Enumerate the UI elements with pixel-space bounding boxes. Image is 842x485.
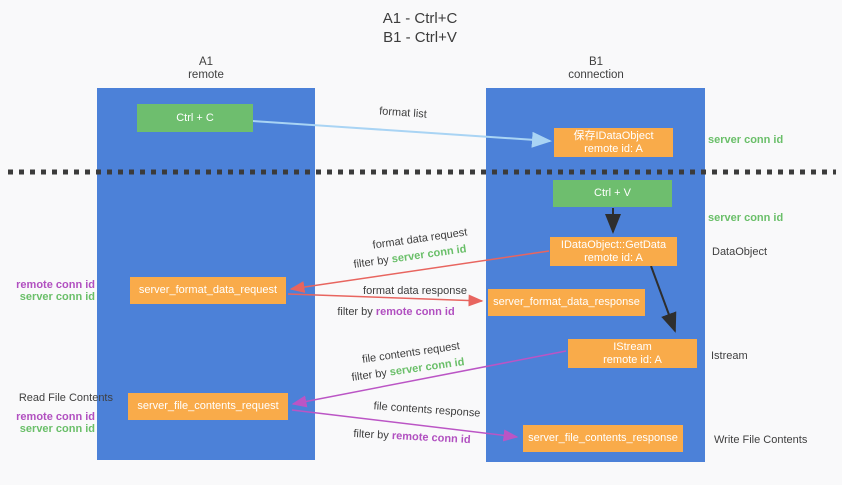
remote-conn-id-text: remote conn id: [391, 429, 471, 447]
server-format-data-request-box: server_format_data_request: [130, 277, 286, 304]
istream-annotation: Istream: [711, 350, 748, 362]
conn-id-pair-file: remote conn id server conn id: [0, 411, 95, 435]
server-conn-id-annotation-top: server conn id: [708, 134, 784, 146]
remote-conn-id-annotation: remote conn id: [16, 411, 95, 423]
save-idataobject-box: 保存IDataObject remote id: A: [554, 128, 673, 157]
ctrl-v-box: Ctrl + V: [553, 180, 672, 207]
format-list-label: format list: [378, 105, 428, 121]
server-file-contents-response-box: server_file_contents_response: [523, 425, 683, 452]
filter-by-text: filter by: [352, 254, 390, 271]
filter-by-text: filter by: [350, 367, 388, 384]
getdata-line1: IDataObject::GetData: [560, 238, 667, 251]
format-data-response-label: format data response: [363, 285, 467, 297]
write-file-contents-annotation: Write File Contents: [714, 434, 808, 446]
server-conn-id-annotation-mid: server conn id: [708, 212, 784, 224]
lifeline-a1-subtitle: remote: [188, 69, 224, 81]
server-format-data-request-label: server_format_data_request: [138, 284, 278, 296]
getdata-line2: remote id: A: [584, 251, 643, 264]
remote-conn-id-annotation: remote conn id: [16, 279, 95, 291]
server-format-data-response-box: server_format_data_response: [488, 289, 645, 316]
filter-by-remote-conn-id-label-2: filter by remote conn id: [353, 428, 471, 446]
idataobject-getdata-box: IDataObject::GetData remote id: A: [550, 237, 677, 266]
server-conn-id-annotation: server conn id: [19, 423, 95, 435]
lifeline-b1-subtitle: connection: [568, 69, 624, 81]
save-idataobject-line2: remote id: A: [584, 142, 643, 155]
server-file-contents-request-label: server_file_contents_request: [137, 400, 279, 412]
diagram-title: A1 - Ctrl+C B1 - Ctrl+V: [320, 9, 520, 47]
conn-id-pair-format: remote conn id server conn id: [0, 279, 95, 303]
server-file-contents-request-box: server_file_contents_request: [128, 393, 288, 420]
filter-by-text: filter by: [353, 427, 390, 442]
remote-conn-id-text: remote conn id: [375, 306, 455, 318]
read-file-contents-annotation: Read File Contents: [18, 392, 113, 404]
title-line-b1: B1 - Ctrl+V: [383, 29, 457, 46]
lifeline-a1-name: A1: [198, 56, 214, 68]
istream-box: IStream remote id: A: [568, 339, 697, 368]
lifeline-b1-name: B1: [588, 56, 604, 68]
filter-by-text: filter by: [337, 306, 373, 318]
filter-by-remote-conn-id-label: filter by remote conn id: [337, 306, 454, 318]
istream-line1: IStream: [613, 340, 652, 353]
ctrl-v-label: Ctrl + V: [594, 187, 631, 199]
istream-line2: remote id: A: [603, 353, 662, 366]
server-format-data-response-label: server_format_data_response: [493, 296, 640, 308]
server-file-contents-response-label: server_file_contents_response: [528, 432, 678, 444]
ctrl-c-label: Ctrl + C: [176, 111, 214, 124]
dataobject-annotation: DataObject: [712, 246, 768, 258]
lifeline-a1-header: A1 remote: [146, 56, 266, 82]
title-line-a1: A1 - Ctrl+C: [382, 10, 458, 27]
ctrl-c-box: Ctrl + C: [137, 104, 253, 132]
file-contents-response-label: file contents response: [373, 400, 481, 420]
lifeline-b1-header: B1 connection: [536, 56, 656, 82]
save-idataobject-line1: 保存IDataObject: [573, 129, 654, 142]
server-conn-id-annotation: server conn id: [19, 291, 95, 303]
filter-by-server-conn-id-label: filter by server conn id: [353, 243, 467, 271]
